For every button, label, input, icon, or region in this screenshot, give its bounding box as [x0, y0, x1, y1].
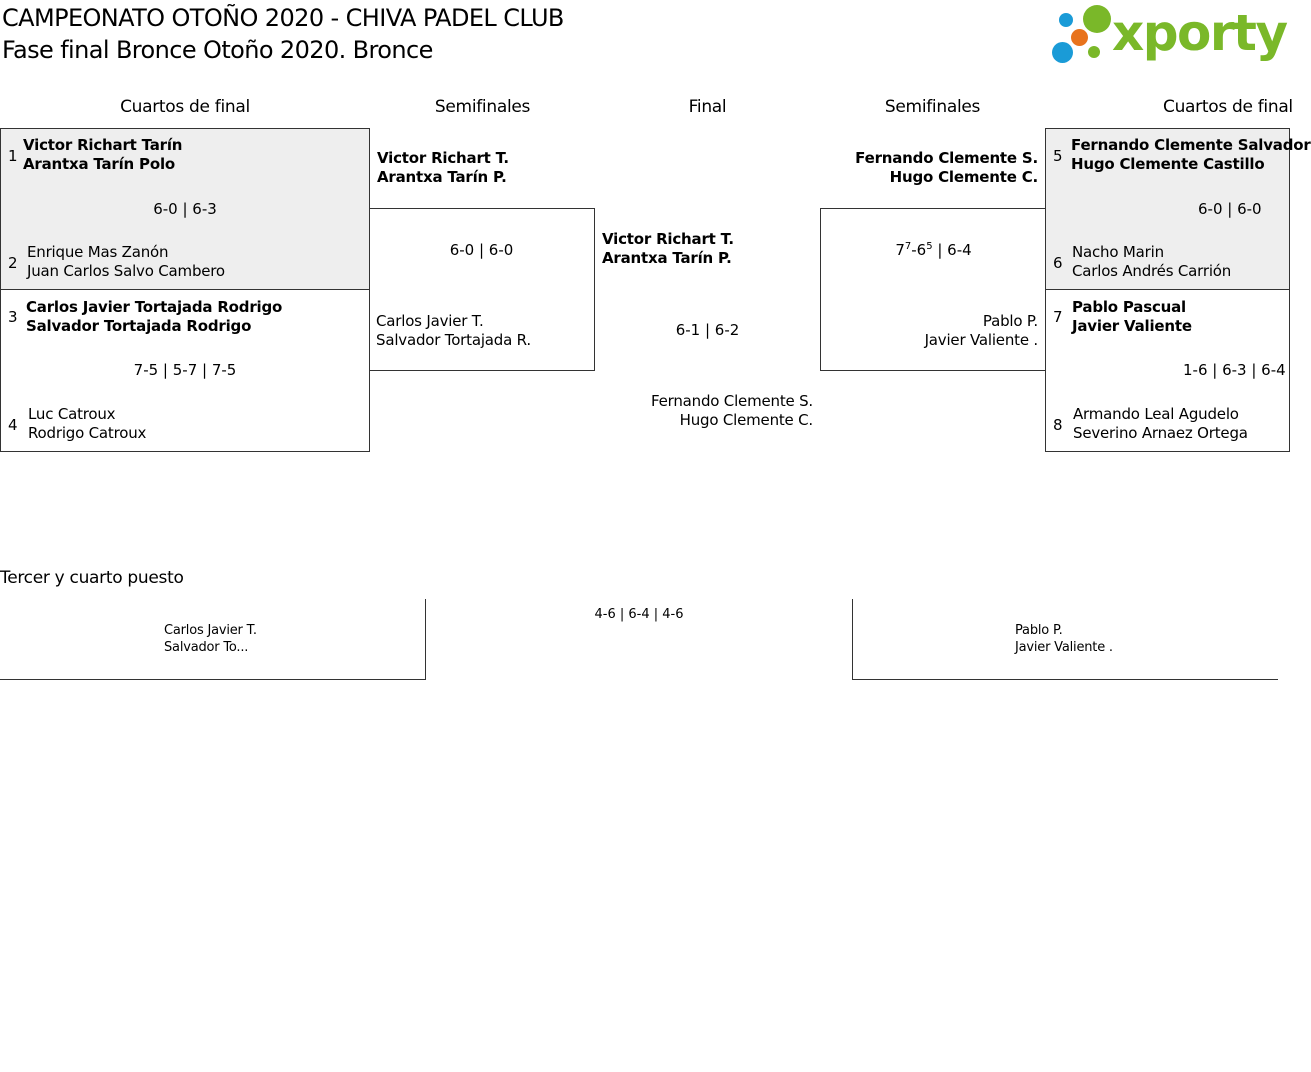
player-name: Arantxa Tarín P.	[602, 249, 732, 267]
round-label-right-quarterfinals: Cuartos de final	[1163, 97, 1293, 117]
player-name: Salvador To...	[164, 640, 249, 655]
player-name: Javier Valiente .	[1015, 640, 1113, 655]
page-subtitle: Fase final Bronce Otoño 2020. Bronce	[2, 36, 433, 64]
player-name: Victor Richart T.	[377, 149, 509, 167]
player-name: Fernando Clemente Salvador	[1071, 136, 1311, 154]
seed-number: 6	[1053, 254, 1063, 272]
page-title: CAMPEONATO OTOÑO 2020 - CHIVA PADEL CLUB	[2, 4, 564, 32]
semifinal-match-right: 77-65 | 6-4 Pablo P. Javier Valiente .	[820, 208, 1046, 371]
player-name: Hugo Clemente Castillo	[1071, 155, 1265, 173]
quarterfinal-match-2: 3 Carlos Javier Tortajada Rodrigo Salvad…	[0, 289, 370, 452]
player-name: Victor Richart Tarín	[23, 136, 183, 154]
logo-dot-blue-large-icon	[1052, 42, 1073, 63]
seed-number: 5	[1053, 147, 1063, 165]
player-name: Carlos Javier T.	[376, 312, 484, 330]
xporty-logo: xporty	[1050, 4, 1288, 66]
seed-number: 4	[8, 416, 18, 434]
player-name: Luc Catroux	[28, 405, 116, 423]
match-score: 6-0 | 6-0	[1198, 200, 1262, 218]
player-name: Severino Arnaez Ortega	[1073, 424, 1248, 442]
player-name: Salvador Tortajada Rodrigo	[26, 317, 252, 335]
seed-number: 2	[8, 254, 18, 272]
semifinal-match-left: 6-0 | 6-0 Carlos Javier T. Salvador Tort…	[369, 208, 595, 371]
player-name: Enrique Mas Zanón	[27, 243, 169, 261]
logo-text: xporty	[1112, 4, 1288, 62]
bracket-line	[425, 599, 426, 680]
third-place-score: 4-6 | 6-4 | 4-6	[594, 607, 684, 622]
player-name: Rodrigo Catroux	[28, 424, 147, 442]
player-name: Victor Richart T.	[602, 230, 734, 248]
player-name: Nacho Marin	[1072, 243, 1164, 261]
quarterfinal-match-4: 7 Pablo Pascual Javier Valiente 1-6 | 6-…	[1045, 289, 1290, 452]
player-name: Carlos Javier Tortajada Rodrigo	[26, 298, 283, 316]
round-label-right-semifinals: Semifinales	[884, 97, 981, 117]
match-score: 6-0 | 6-3	[153, 200, 217, 218]
logo-dot-green-icon	[1083, 5, 1111, 33]
match-score: 7-5 | 5-7 | 7-5	[133, 361, 237, 379]
bracket-line	[852, 679, 1278, 680]
player-name: Arantxa Tarín P.	[377, 168, 507, 186]
round-label-final: Final	[688, 97, 727, 117]
match-score: 77-65 | 6-4	[895, 241, 972, 259]
match-score: 6-0 | 6-0	[449, 241, 514, 259]
player-name: Armando Leal Agudelo	[1073, 405, 1239, 423]
quarterfinal-match-3: 5 Fernando Clemente Salvador Hugo Clemen…	[1045, 128, 1311, 290]
player-name: Pablo Pascual	[1072, 298, 1186, 316]
logo-dot-orange-icon	[1071, 29, 1088, 46]
player-name: Carlos Javier T.	[164, 623, 257, 638]
round-label-left-semifinals: Semifinales	[434, 97, 531, 117]
round-label-left-quarterfinals: Cuartos de final	[120, 97, 250, 117]
player-name: Salvador Tortajada R.	[376, 331, 531, 349]
player-name: Pablo P.	[1015, 623, 1063, 638]
seed-number: 3	[8, 308, 18, 326]
player-name: Juan Carlos Salvo Cambero	[27, 262, 225, 280]
match-score: 1-6 | 6-3 | 6-4	[1183, 361, 1286, 379]
seed-number: 7	[1053, 308, 1063, 326]
logo-dot-green-small-icon	[1088, 46, 1100, 58]
final-score: 6-1 | 6-2	[675, 321, 740, 339]
player-name: Hugo Clemente C.	[889, 168, 1039, 186]
player-name: Fernando Clemente S.	[651, 392, 813, 410]
player-name: Pablo P.	[982, 312, 1038, 330]
third-place-title: Tercer y cuarto puesto	[0, 568, 184, 588]
logo-dot-blue-icon	[1059, 13, 1073, 27]
player-name: Javier Valiente	[1072, 317, 1192, 335]
bracket-line	[852, 599, 853, 680]
player-name: Fernando Clemente S.	[855, 149, 1038, 167]
player-name: Carlos Andrés Carrión	[1072, 262, 1232, 280]
seed-number: 1	[8, 147, 18, 165]
player-name: Arantxa Tarín Polo	[23, 155, 176, 173]
seed-number: 8	[1053, 416, 1063, 434]
quarterfinal-match-1: 1 Victor Richart Tarín Arantxa Tarín Pol…	[0, 128, 370, 290]
player-name: Javier Valiente .	[924, 331, 1039, 349]
bracket-line	[0, 679, 426, 680]
player-name: Hugo Clemente C.	[679, 411, 814, 429]
